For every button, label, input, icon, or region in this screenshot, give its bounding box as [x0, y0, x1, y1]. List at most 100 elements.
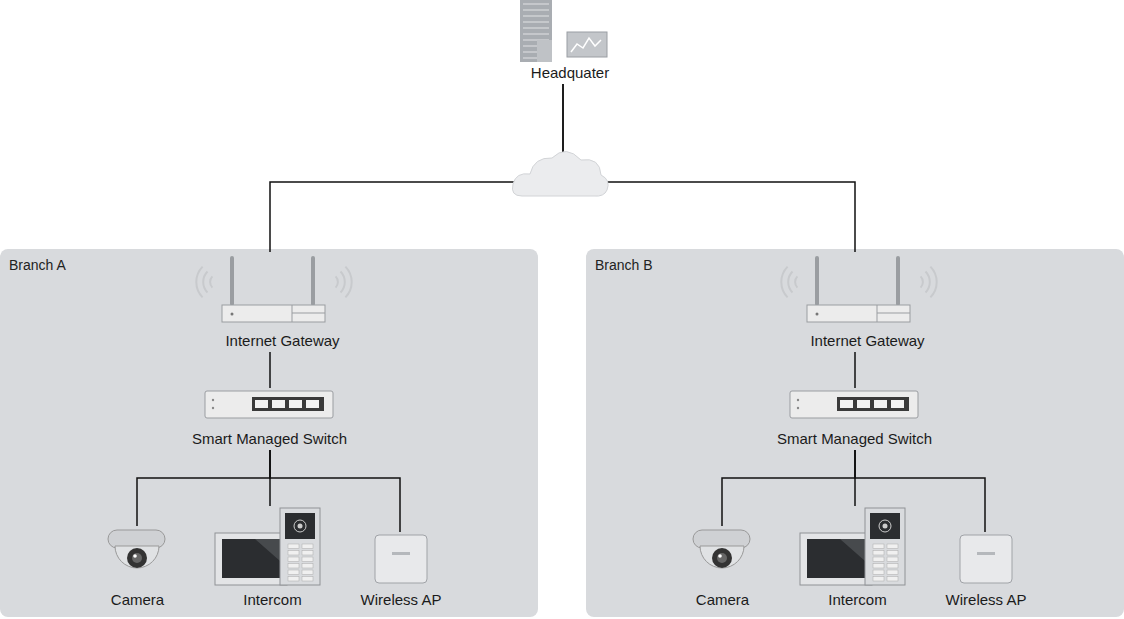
region-heading: Branch A: [9, 257, 66, 274]
keypad-key: [873, 544, 884, 549]
wifi-arc: [196, 267, 202, 298]
building-annex: [537, 40, 552, 62]
door-camera-panel: [285, 513, 315, 539]
device-label: Smart Managed Switch: [777, 430, 932, 450]
keypad-key: [302, 544, 313, 549]
device-label: Camera: [696, 591, 749, 611]
network-link: [563, 84, 855, 252]
status-led: [797, 399, 799, 401]
intercom-node: Intercom: [800, 506, 915, 611]
keypad-key: [873, 557, 884, 562]
keypad-key: [288, 570, 299, 575]
keypad-key: [288, 557, 299, 562]
network-link: [722, 450, 855, 526]
status-led: [212, 407, 214, 409]
router-divider: [292, 313, 325, 314]
keypad-key: [873, 577, 884, 582]
screen-sheen: [255, 539, 280, 561]
icon-drawing: [807, 256, 910, 322]
door-camera: [883, 524, 888, 529]
building-shape: [520, 0, 552, 62]
keypad-key: [302, 551, 313, 556]
keypad-key: [288, 544, 299, 549]
monitor-body: [800, 533, 872, 585]
switch-node: Smart Managed Switch: [182, 388, 357, 450]
network-link: [269, 352, 271, 388]
keypad-key: [887, 551, 898, 556]
keypad-key: [288, 551, 299, 556]
keypad-key: [288, 564, 299, 569]
camera-base: [108, 530, 165, 548]
wifi-arc: [203, 272, 207, 293]
door-station: [280, 508, 320, 585]
access-point-body: [960, 535, 1012, 583]
branch-region: Branch BInternet GatewaySmart Managed Sw…: [586, 249, 1124, 617]
device-label: Internet Gateway: [810, 332, 924, 352]
icon-drawing: [375, 535, 427, 583]
chart-line: [571, 38, 601, 52]
network-link: [854, 352, 856, 388]
antenna: [230, 256, 234, 306]
router-body: [807, 305, 910, 322]
branch-ground: [0, 249, 538, 617]
monitor-screen: [222, 539, 280, 578]
access-point-body: [375, 535, 427, 583]
camera-dome: [115, 546, 159, 568]
router-body: [222, 305, 325, 322]
ethernet-port: [272, 400, 285, 408]
keypad-key: [873, 564, 884, 569]
branch-region: Branch A Internet GatewaySmart Managed Sw…: [0, 249, 538, 617]
intercom-node: Intercom: [215, 506, 330, 611]
device-label: Intercom: [243, 591, 301, 611]
internet-cloud: [512, 151, 608, 196]
keypad-key: [873, 570, 884, 575]
ethernet-port: [840, 400, 853, 408]
icon-drawing: [108, 530, 165, 568]
camera-lens: [712, 548, 732, 568]
status-led: [231, 313, 234, 316]
door-camera: [298, 524, 303, 529]
icon-drawing: [520, 0, 607, 62]
wifi-arc: [336, 276, 338, 287]
switch-node: Smart Managed Switch: [767, 388, 942, 450]
screen-sheen: [840, 539, 865, 561]
port-strip: [837, 397, 909, 411]
keypad-key: [302, 577, 313, 582]
switch-body: [205, 391, 333, 418]
icon-drawing: [693, 530, 750, 568]
wifi-waves: [781, 267, 936, 298]
monitor-screen: [807, 539, 865, 578]
ethernet-port: [306, 400, 319, 408]
keypad-key: [887, 544, 898, 549]
access-point-node: Wireless AP: [942, 532, 1031, 611]
camera-node: Camera: [680, 526, 765, 611]
ethernet-port: [857, 400, 870, 408]
device-label: Smart Managed Switch: [192, 430, 347, 450]
network-link: [270, 84, 563, 252]
camera-lens: [717, 553, 727, 563]
icon-drawing: [960, 535, 1012, 583]
keypad-key: [887, 557, 898, 562]
ethernet-port: [255, 400, 268, 408]
device-label: Wireless AP: [361, 591, 442, 611]
building-window-row: [523, 27, 549, 28]
monitor-body: [215, 533, 287, 585]
camera-node: Camera: [95, 526, 180, 611]
keypad-key: [302, 557, 313, 562]
chart-panel: [567, 32, 607, 57]
lens-highlight: [718, 554, 722, 558]
keypad-key: [302, 564, 313, 569]
icon-drawing: [205, 391, 333, 418]
device-label: Headquater: [531, 64, 609, 84]
door-camera: [879, 520, 891, 532]
camera-dome: [700, 546, 744, 568]
port-strip: [252, 397, 324, 411]
logo-mark: [977, 552, 995, 555]
device-label: Internet Gateway: [225, 332, 339, 352]
device-label: Wireless AP: [946, 591, 1027, 611]
icon-drawing: [215, 508, 320, 585]
status-led: [816, 313, 819, 316]
antenna: [896, 256, 900, 306]
keypad-key: [302, 570, 313, 575]
